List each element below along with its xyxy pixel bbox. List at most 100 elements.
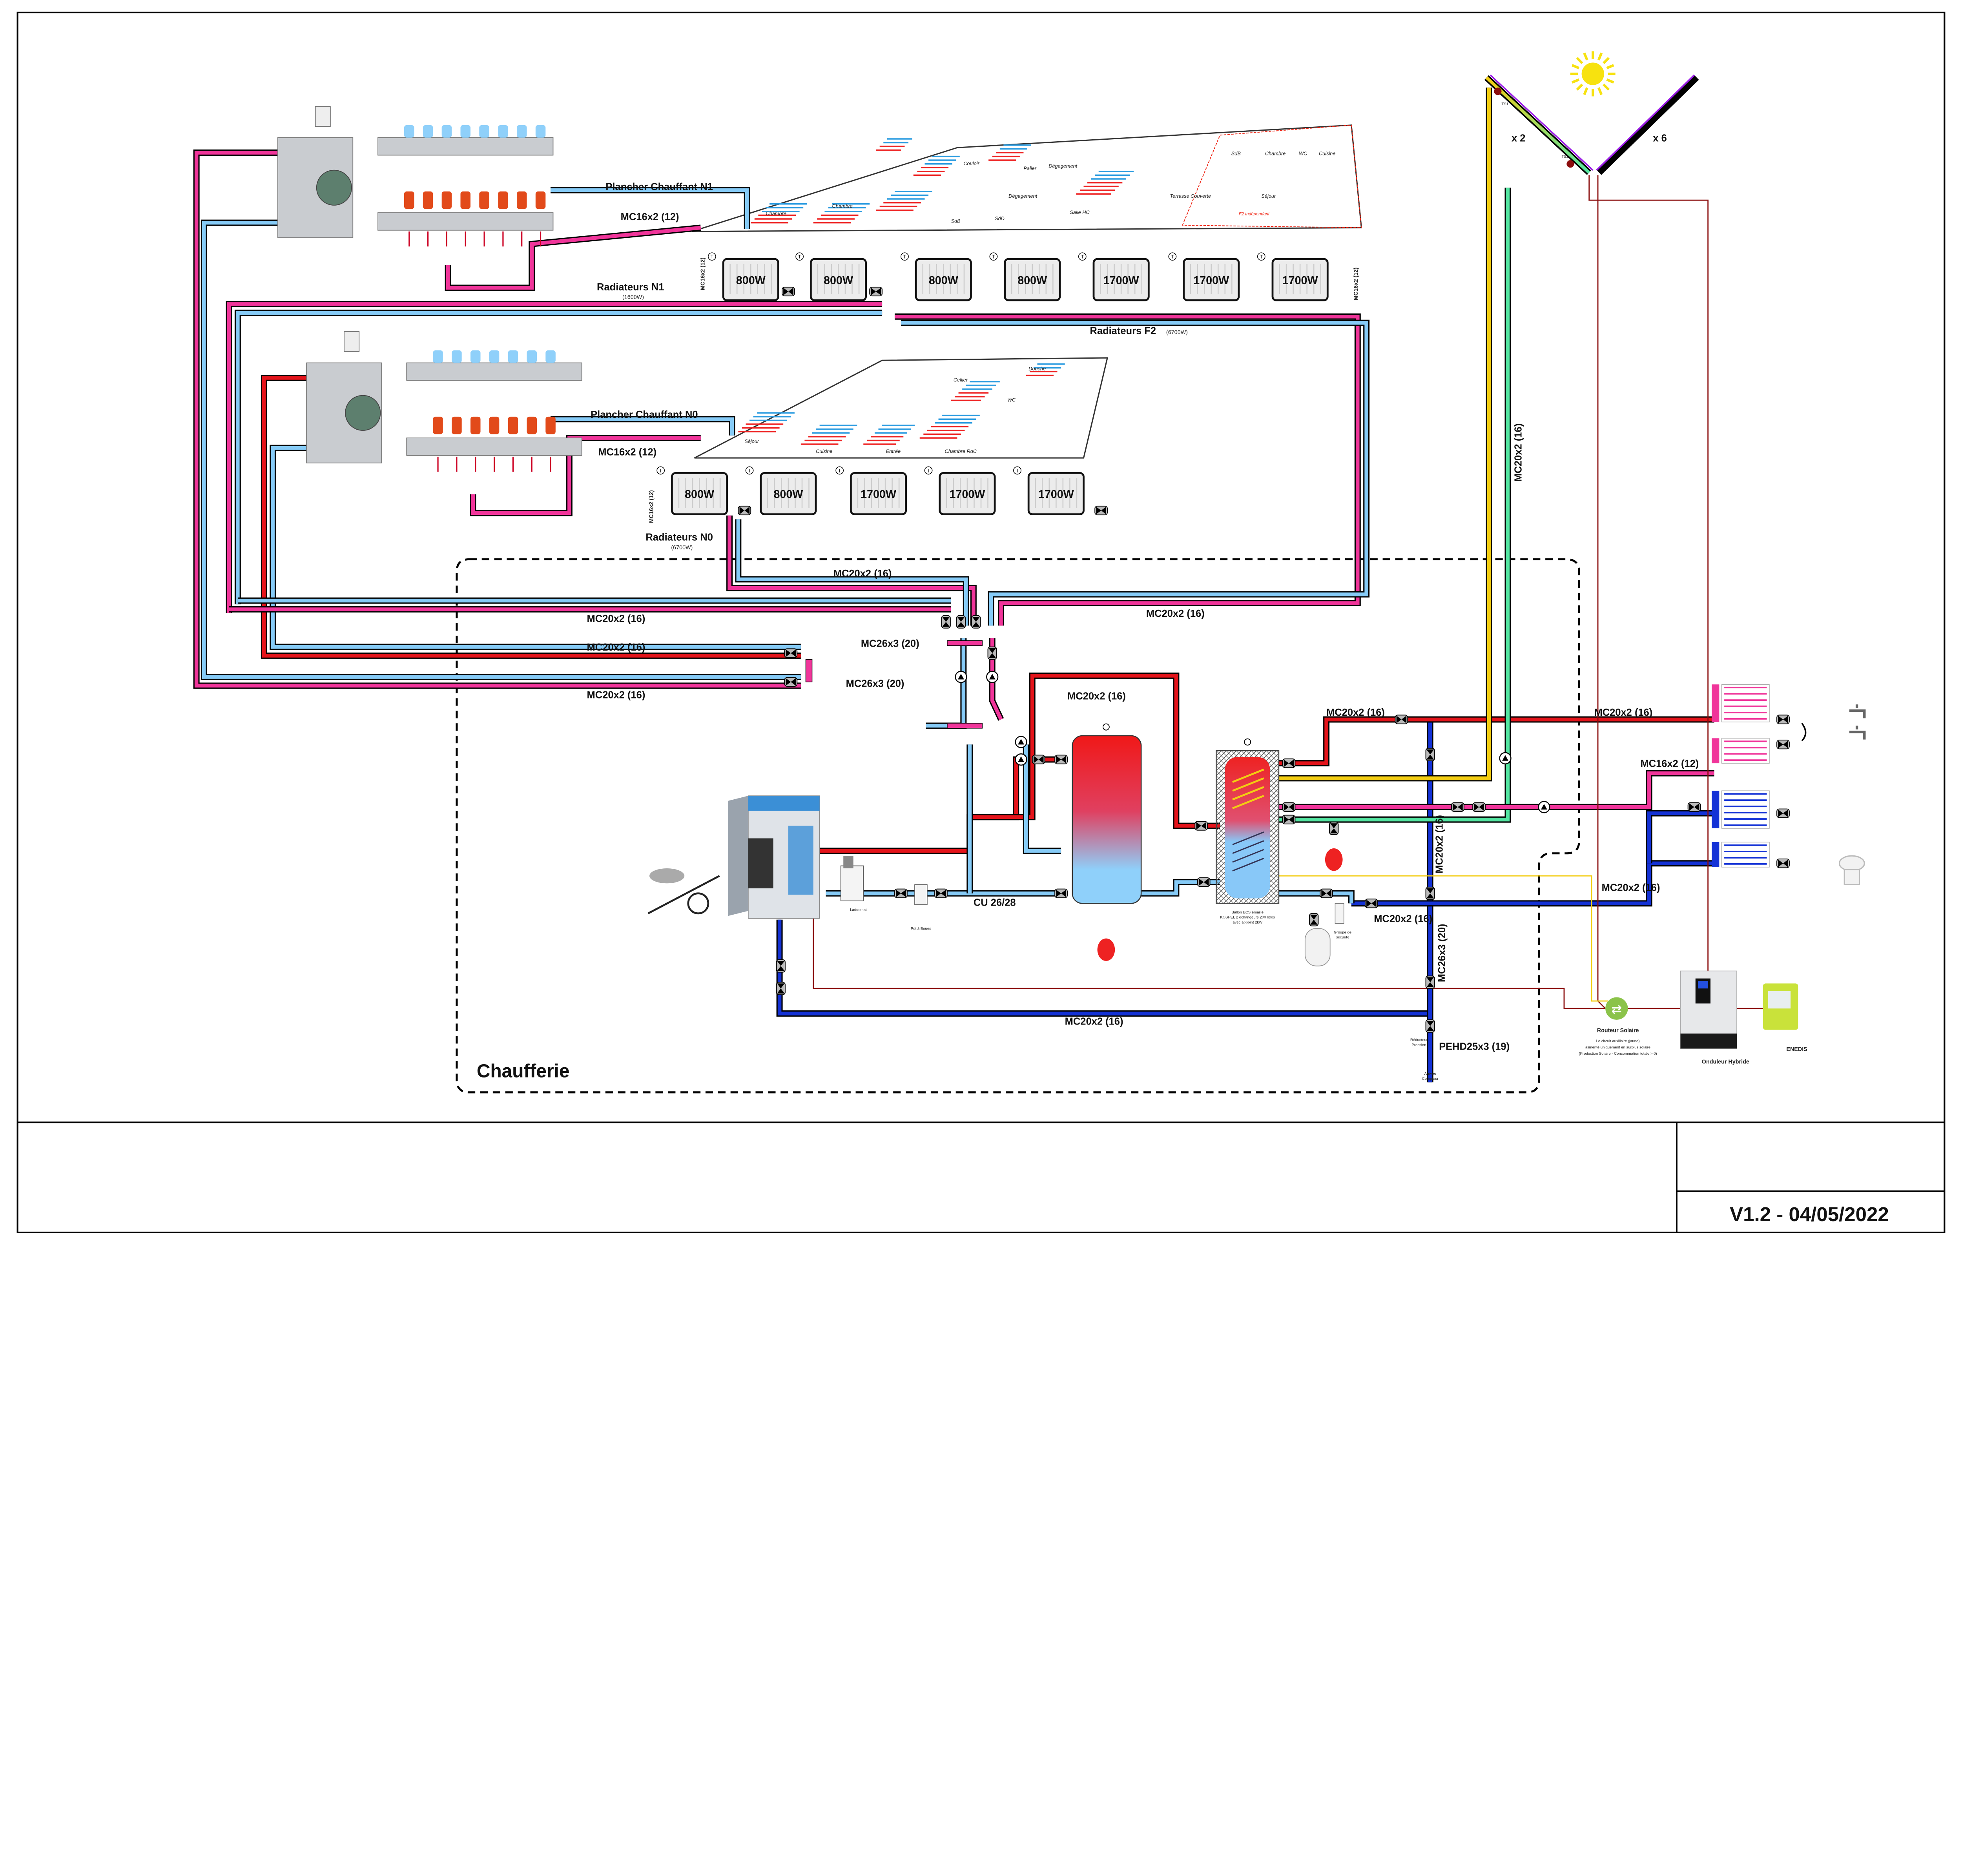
pipe-label: MC20x2 (16) [587, 642, 645, 653]
isolation-valve-icon[interactable] [1094, 505, 1108, 516]
thermostat-symbol: T [711, 253, 714, 259]
isolation-valve-icon[interactable] [941, 615, 951, 629]
heating-schematic: V1.2 - 04/05/2022 Chaufferie Chambre Cha… [16, 11, 1946, 1234]
pipe [1023, 744, 1061, 854]
distribution-collector [947, 640, 983, 646]
flow-meter-icon [423, 125, 433, 138]
thermostatic-valve-icon: T [795, 252, 804, 261]
label-radiateurs-n0-power: (6700W) [671, 545, 693, 551]
laddomat-label: Laddomat [850, 908, 867, 912]
isolation-valve-icon[interactable] [971, 615, 981, 629]
label-plancher-n1-pipe: MC16x2 (12) [621, 211, 679, 222]
thermostatic-valve-icon: T [708, 252, 716, 261]
isolation-valve-icon[interactable] [1451, 802, 1464, 812]
isolation-valve-icon[interactable] [784, 677, 798, 687]
isolation-valve-icon[interactable] [1194, 821, 1208, 831]
ecs-expansion-vessel-icon [1304, 928, 1331, 966]
isolation-valve-icon[interactable] [1054, 755, 1068, 764]
isolation-valve-icon[interactable] [1425, 886, 1435, 900]
ecs-tank-label: KOSPEL 2 échangeurs 200 litres [1220, 915, 1275, 920]
isolation-valve-icon[interactable] [782, 286, 795, 297]
isolation-valve-icon[interactable] [1425, 747, 1435, 761]
isolation-valve-icon[interactable] [1687, 802, 1701, 812]
isolation-valve-icon[interactable] [1425, 1019, 1435, 1033]
pipe-label: MC20x2 (16) [1594, 707, 1652, 718]
thermostatic-valve-icon: T [1013, 466, 1021, 475]
isolation-valve-icon[interactable] [1320, 888, 1333, 898]
pressure-reducer-label: Pression [1411, 1043, 1426, 1047]
pipe [270, 445, 801, 650]
isolation-valve-icon[interactable] [1282, 802, 1296, 812]
isolation-valve-icon[interactable] [776, 959, 786, 973]
isolation-valve-icon[interactable] [934, 888, 948, 898]
isolation-valve-icon[interactable] [738, 505, 751, 516]
room-label: WC [1007, 397, 1016, 403]
isolation-valve-icon[interactable] [1309, 913, 1319, 926]
dhw-manifold [1712, 790, 1770, 829]
radiator-power: 800W [824, 274, 853, 287]
loop-valve-icon [433, 416, 443, 434]
isolation-valve-icon[interactable] [1282, 758, 1296, 768]
isolation-valve-icon[interactable] [776, 982, 786, 995]
isolation-valve-icon[interactable] [956, 615, 966, 629]
thermostat-symbol: T [798, 253, 801, 259]
enedis-label: ENEDIS [1786, 1046, 1807, 1053]
isolation-valve-icon[interactable] [1425, 975, 1435, 989]
thermostatic-valve-icon: T [656, 466, 665, 475]
collector-glass [1490, 74, 1594, 171]
router-description: (Production Solaire - Consommation total… [1579, 1052, 1657, 1056]
flow-meter-icon [441, 125, 452, 138]
isolation-valve-icon[interactable] [1364, 899, 1378, 908]
isolation-valve-icon[interactable] [869, 286, 883, 297]
isolation-valve-icon[interactable] [1329, 822, 1339, 835]
circulator-pump-icon[interactable] [986, 671, 999, 683]
collector-fluid [1485, 76, 1590, 174]
thermostatic-valve-icon: T [989, 252, 998, 261]
safety-group-label: sécurité [1336, 935, 1349, 940]
isolation-valve-icon[interactable] [784, 648, 798, 658]
isolation-valve-icon[interactable] [1776, 808, 1790, 818]
version-date: V1.2 - 04/05/2022 [1730, 1203, 1889, 1225]
thermostat-symbol: T [1016, 468, 1019, 474]
solar-section: x 2 x 6 TS1 TS2 [1484, 51, 1699, 175]
expansion-vessel-icon [1097, 938, 1115, 961]
radiator-power: 1700W [1193, 274, 1229, 287]
circulator-pump-icon[interactable] [1499, 752, 1512, 765]
circulator-pump-icon[interactable] [1015, 753, 1027, 766]
isolation-valve-icon[interactable] [1776, 740, 1790, 749]
isolation-valve-icon[interactable] [1282, 815, 1296, 824]
loop-valve-icon [545, 416, 556, 434]
loop-valve-icon [527, 416, 537, 434]
thermostat-symbol: T [903, 253, 906, 259]
isolation-valve-icon[interactable] [987, 646, 997, 660]
isolation-valve-icon[interactable] [1197, 877, 1211, 887]
circulator-pump-icon[interactable] [1538, 801, 1550, 813]
isolation-valve-icon[interactable] [1472, 802, 1486, 812]
pipe [1278, 716, 1714, 767]
isolation-valve-icon[interactable] [1776, 715, 1790, 724]
room-label: SdD [995, 215, 1005, 221]
flow-meter-icon [460, 125, 470, 138]
circulator-pump-icon[interactable] [955, 671, 967, 683]
chaufferie-boundary [456, 558, 1580, 1094]
thermostatic-valve-icon: T [924, 466, 933, 475]
isolation-valve-icon[interactable] [1032, 755, 1045, 764]
radiator-power: 1700W [1282, 274, 1318, 287]
room-label: Séjour [744, 438, 759, 444]
room-label: Entrée [886, 448, 901, 454]
sun-ray [1572, 78, 1580, 84]
router-description: Le circuit auxiliaire (jaune) [1596, 1039, 1640, 1043]
isolation-valve-icon[interactable] [894, 888, 908, 898]
isolation-valve-icon[interactable] [1395, 715, 1408, 724]
isolation-valve-icon[interactable] [1776, 859, 1790, 868]
circulator-pump-icon[interactable] [1015, 736, 1027, 748]
electric-wire [1588, 175, 1709, 971]
isolation-valve-icon[interactable] [1054, 888, 1068, 898]
faucet-icon [1849, 704, 1866, 718]
thermal-collector-count: x 2 [1512, 133, 1525, 144]
